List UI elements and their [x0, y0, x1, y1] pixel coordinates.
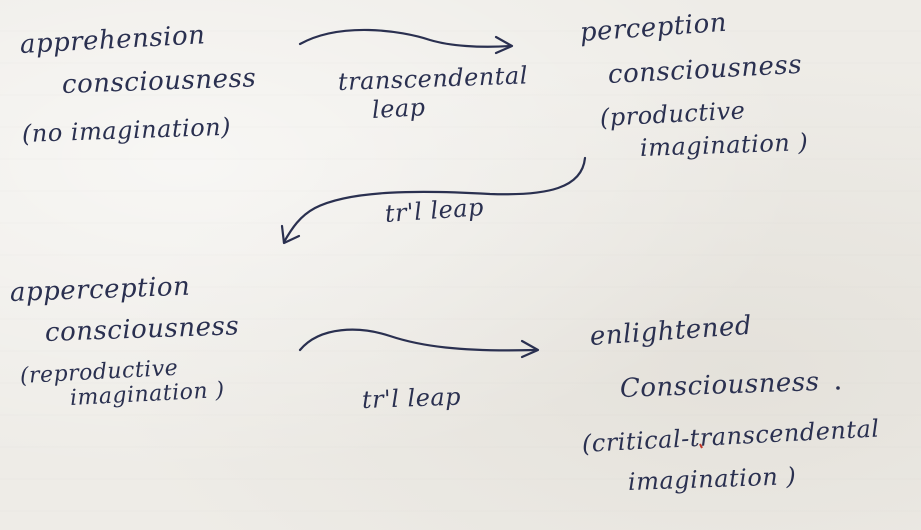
- arrow-3: [298, 328, 540, 359]
- arrow-1: [298, 28, 514, 55]
- arrow-2: [280, 156, 587, 245]
- red-mark: [699, 443, 703, 449]
- dot-mark: [836, 386, 840, 390]
